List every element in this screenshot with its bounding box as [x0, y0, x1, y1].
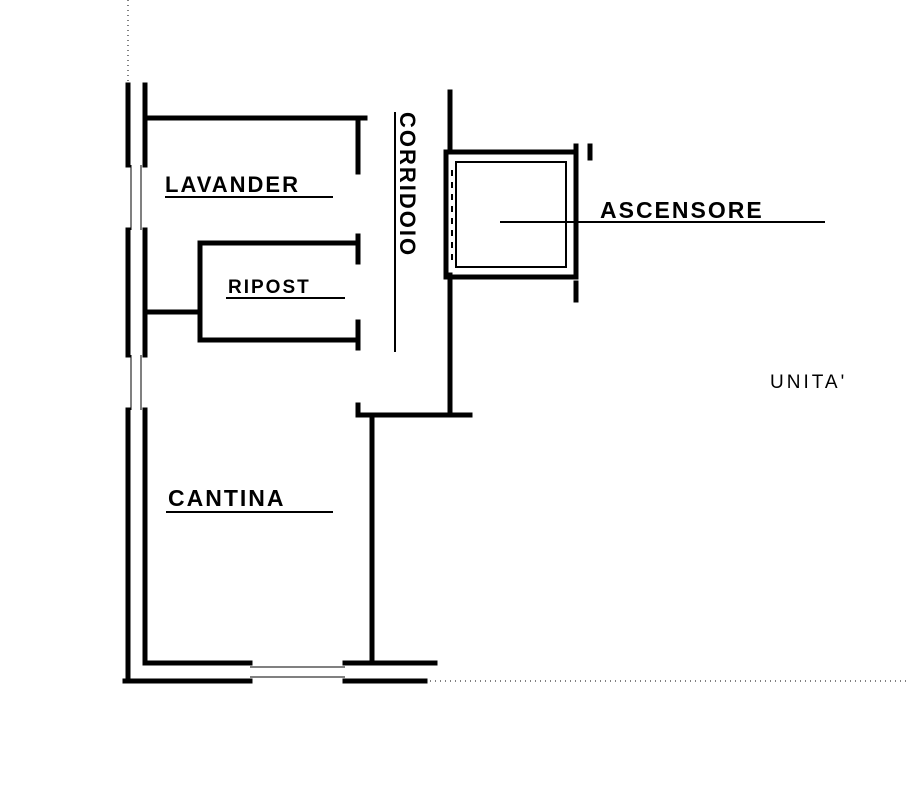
bottom-exterior-wall — [122, 660, 908, 684]
corridoio-walls — [355, 89, 473, 666]
label-unita: UNITA' — [770, 372, 847, 393]
label-corridoio: CORRIDOIO — [395, 112, 420, 257]
ripostiglio-walls — [142, 233, 361, 351]
label-ripostiglio: RIPOST — [228, 277, 311, 298]
label-lavanderia: LAVANDER — [165, 172, 300, 197]
lavanderia-walls — [142, 115, 368, 175]
label-cantina: CANTINA — [168, 485, 286, 511]
elevator-shaft — [443, 143, 593, 303]
left-exterior-wall — [125, 82, 148, 683]
label-ascensore: ASCENSORE — [600, 197, 764, 223]
